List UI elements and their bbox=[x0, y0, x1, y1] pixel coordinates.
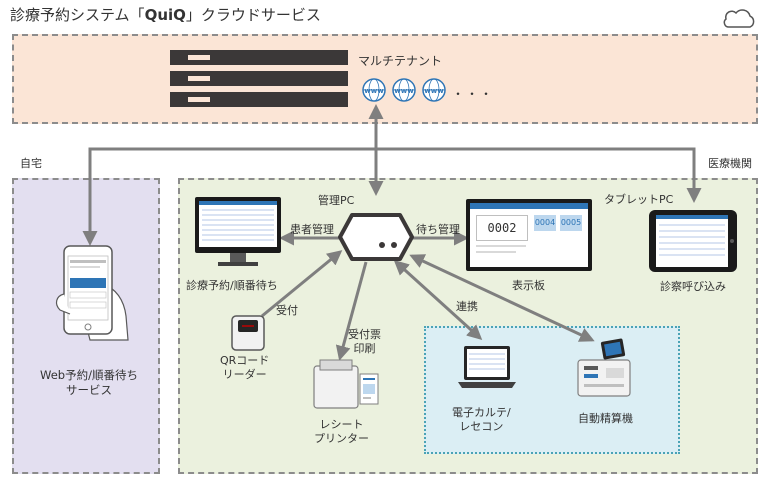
integration-region bbox=[424, 326, 680, 454]
waiting-number-2: 0005 bbox=[560, 215, 582, 231]
smartphone-icon bbox=[55, 245, 129, 341]
patient-mgmt-label: 患者管理 bbox=[290, 223, 334, 236]
www-text: www bbox=[424, 87, 444, 95]
ekarte-label: 電子カルテ/ レセコン bbox=[452, 406, 511, 434]
server-icon bbox=[170, 50, 348, 107]
display-screen: 0002 0004 0005 bbox=[470, 203, 588, 267]
payment-link-arrow bbox=[409, 254, 595, 342]
printer-line1: レシート bbox=[319, 418, 364, 431]
printer-label: レシート プリンター bbox=[314, 418, 369, 446]
title-brand: QuiQ bbox=[144, 6, 186, 24]
ellipsis-label: ・・・ bbox=[452, 87, 495, 101]
title-suffix: 」クラウドサービス bbox=[185, 6, 321, 24]
ekarte-line1: 電子カルテ/ bbox=[452, 406, 511, 419]
router-icon bbox=[338, 213, 414, 261]
printer-line2: プリンター bbox=[314, 432, 369, 445]
diagram-title: 診療予約システム「QuiQ」クラウドサービス bbox=[10, 4, 321, 25]
ticket-print-label: 受付票 印刷 bbox=[348, 328, 381, 356]
web-service-line1: Web予約/順番待ち bbox=[40, 368, 138, 382]
display-label: 表示板 bbox=[512, 279, 545, 292]
title-prefix: 診療予約システム「 bbox=[10, 6, 145, 24]
tablet-icon bbox=[649, 210, 737, 272]
www-globe-icon: www www www bbox=[362, 78, 446, 102]
tablet-pc-label: タブレットPC bbox=[604, 193, 674, 206]
reception-arrow bbox=[261, 250, 343, 318]
receipt-printer-icon bbox=[313, 359, 379, 409]
web-service-line2: サービス bbox=[66, 383, 112, 397]
ekarte-line2: レセコン bbox=[459, 420, 504, 433]
www-text: www bbox=[394, 87, 414, 95]
multi-tenant-label: マルチテナント bbox=[358, 54, 443, 68]
waiting-number-1: 0004 bbox=[534, 215, 556, 231]
qr-reader-label: QRコード リーダー bbox=[220, 354, 269, 382]
display-board: 0002 0004 0005 bbox=[466, 199, 592, 271]
wait-mgmt-label: 待ち管理 bbox=[416, 223, 460, 236]
admin-pc-label: 管理PC bbox=[318, 194, 355, 207]
current-number: 0002 bbox=[476, 215, 528, 241]
www-text: www bbox=[364, 87, 384, 95]
payment-machine-icon bbox=[577, 338, 631, 397]
web-service-label: Web予約/順番待ち サービス bbox=[30, 368, 148, 398]
payment-label: 自動精算機 bbox=[578, 412, 633, 425]
qr-reader-line1: QRコード bbox=[220, 354, 270, 367]
print-arrow bbox=[335, 261, 368, 361]
qr-reader-icon bbox=[231, 315, 265, 351]
reservation-label: 診療予約/順番待ち bbox=[186, 279, 278, 292]
laptop-icon bbox=[458, 346, 516, 388]
qr-reader-line2: リーダー bbox=[222, 368, 267, 381]
cloud-icon bbox=[723, 9, 755, 28]
link-label: 連携 bbox=[456, 300, 478, 313]
monitor-icon bbox=[195, 197, 281, 266]
medical-region-label: 医療機関 bbox=[708, 157, 752, 170]
home-region-label: 自宅 bbox=[20, 157, 42, 170]
ticket-print-line1: 受付票 bbox=[348, 328, 381, 341]
ticket-print-line2: 印刷 bbox=[353, 342, 376, 355]
reception-label: 受付 bbox=[276, 304, 298, 317]
distribution-arrow bbox=[82, 147, 702, 246]
call-label: 診察呼び込み bbox=[660, 280, 726, 293]
cloud-region bbox=[12, 34, 758, 124]
